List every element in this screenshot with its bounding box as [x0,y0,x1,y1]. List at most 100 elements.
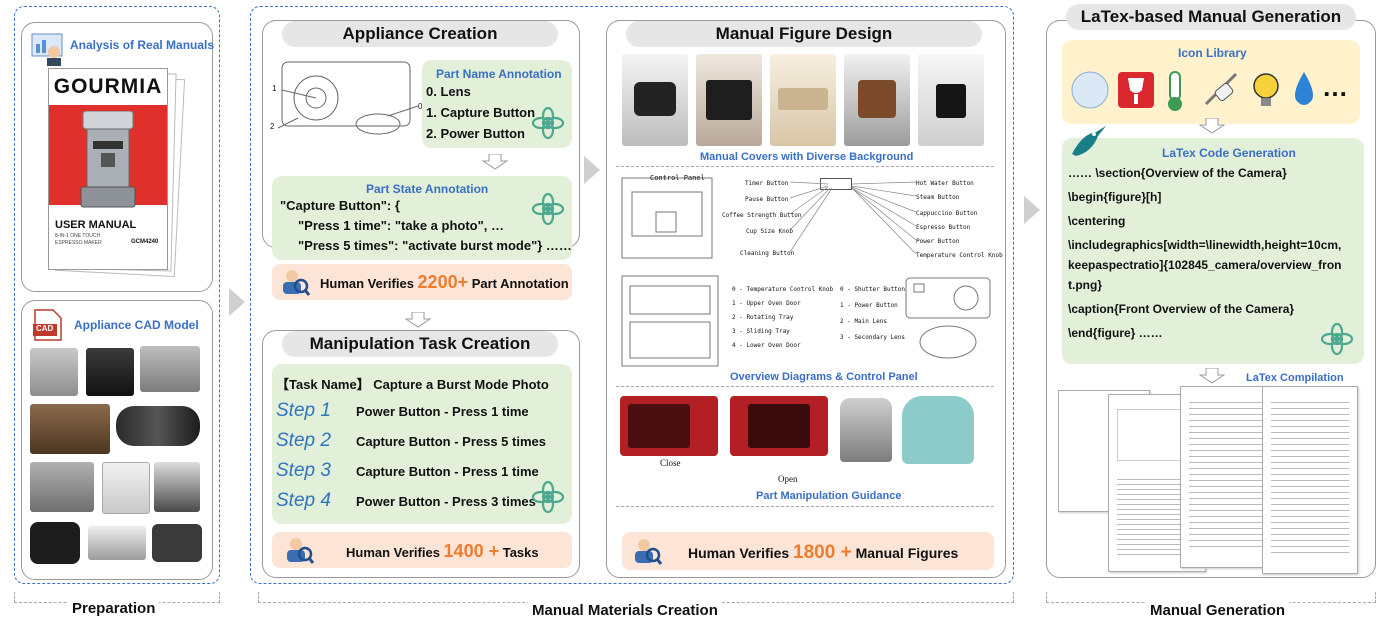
human-verify-icon [284,536,315,569]
verify-suffix: Tasks [499,545,539,560]
icon-library-box [1062,40,1360,124]
callout-lines [789,178,920,262]
cad-printer [88,526,146,560]
prep-footer-label: Preparation [68,600,160,617]
cover-camera [622,54,688,146]
right-button-label-4: Power Button [916,238,960,245]
pressure-cooker-image [840,398,892,462]
manipulation-title: Manipulation Task Creation [282,331,558,357]
camera-label-1: 1 - Power Button [840,302,898,309]
microwave-closed [620,396,718,456]
icon-row [1066,66,1356,114]
verify-prefix: Human Verifies [688,545,794,561]
sketch-label-2: 2 [270,122,275,131]
coffee-machine-diagram [618,172,718,262]
openai-logo-icon [531,106,565,140]
step-1-text: Power Button - Press 1 time [356,404,529,419]
generation-footer-label: Manual Generation [1146,602,1290,619]
verify-text-2: Human Verifies 1400 + Tasks [346,541,539,562]
arrow-materials-to-generation [1024,196,1040,224]
cad-espresso [30,404,110,454]
cover-printer [770,54,836,146]
latex-code-box [1062,138,1364,364]
verify-suffix: Part Annotation [468,276,569,291]
right-button-label-0: Hot Water Button [916,180,974,187]
oven-label-1: 1 - Upper Oven Door [732,300,801,307]
cover-retro-camera [844,54,910,146]
cover-espresso [918,54,984,146]
verify-prefix: Human Verifies [346,545,444,560]
divider-2 [616,386,994,387]
verify-text-1: Human Verifies 2200+ Part Annotation [320,272,569,293]
down-arrow-1 [481,153,509,175]
openai-logo-icon [531,192,565,226]
icon-ellipsis: … [1322,72,1348,102]
control-panel-center [820,178,852,190]
right-button-label-2: Cappuccino Button [916,210,978,217]
verify-count: 1800 + [793,542,852,563]
verify-suffix: Manual Figures [851,545,959,561]
verify-count: 1400 + [443,541,500,561]
arrow-prep-to-creation [229,288,245,316]
step-1-label: Step 1 [276,400,331,421]
code-line-2: \centering [1068,214,1126,228]
step-2-text: Capture Button - Press 5 times [356,434,546,449]
close-label: Close [660,458,681,468]
part-state-line-0: "Capture Button": { [280,198,400,213]
right-button-label-1: Steam Button [916,194,960,201]
code-line-1: \begin{figure}[h] [1068,190,1162,204]
cad-title: Appliance CAD Model [74,318,199,332]
lightbulb-icon [1253,73,1279,106]
left-button-label-1: Pause Button [745,196,789,203]
stand-mixer-image [902,396,974,464]
manual-subtitle: 8-IN-1 ONE TOUCH ESPRESSO MAKER [55,233,102,246]
verify-count: 2200+ [417,272,469,292]
step-4-label: Step 4 [276,490,331,511]
camera-label-3: 3 - Secondary Lens [840,334,906,341]
part-state-title: Part State Annotation [366,182,489,196]
cad-drip-coffee [154,462,200,512]
cad-oven [140,346,200,392]
cover-oven [696,54,762,146]
sketch-label-1: 1 [272,84,277,93]
task-box [272,364,572,524]
camera-label-0: 0 - Shutter Button [840,286,906,293]
latex-title: LaTex-based Manual Generation [1066,4,1356,30]
espresso-machine-image [77,110,139,211]
manual-model: GCM4240 [131,239,159,245]
arrow-creation-to-figure [584,156,600,184]
cad-washer [102,462,150,514]
verify-prefix: Human Verifies [320,276,418,291]
left-button-label-2: Coffee Strength Button [722,212,802,219]
down-arrow-2 [404,311,432,333]
open-label: Open [778,474,798,484]
verify-text-3: Human Verifies 1800 + Manual Figures [688,542,958,564]
verify-box-2 [272,532,572,568]
materials-frame [250,6,1014,584]
code-line-6: \caption{Front Overview of the Camera} [1068,302,1295,316]
verify-box-3 [622,532,994,570]
latex-code-title: LaTex Code Generation [1162,146,1296,160]
divider-3 [616,506,994,507]
cad-toaster [30,348,78,396]
code-line-3: \includegraphics[width=\linewidth,height… [1068,238,1342,252]
cad-coffee-maker [86,348,134,396]
manual-cover: GOURMIA USER MANUAL 8-IN-1 ONE TOUCH ESP… [48,68,168,270]
human-verify-icon [280,268,311,301]
thermometer-icon [1168,71,1182,111]
part-name-0: 0. Lens [426,84,471,99]
figure-design-title: Manual Figure Design [626,21,982,47]
cad-badge: CAD [36,324,54,333]
part-state-line-2: "Press 5 times": "activate burst mode"} … [298,238,572,253]
covers-caption: Manual Covers with Diverse Background [700,151,914,163]
oven-diagram [616,272,726,370]
openai-logo-icon [531,480,565,514]
step-3-text: Capture Button - Press 1 time [356,464,539,479]
part-name-2: 2. Power Button [426,126,525,141]
part-name-1: 1. Capture Button [426,105,536,120]
compiled-page-3 [1180,386,1274,568]
sketch-label-0: 0 [418,102,423,111]
code-line-4: keepaspectratio]{102845_camera/overview_… [1068,258,1342,272]
microwave-open [730,396,828,456]
materials-footer-label: Manual Materials Creation [528,602,722,619]
